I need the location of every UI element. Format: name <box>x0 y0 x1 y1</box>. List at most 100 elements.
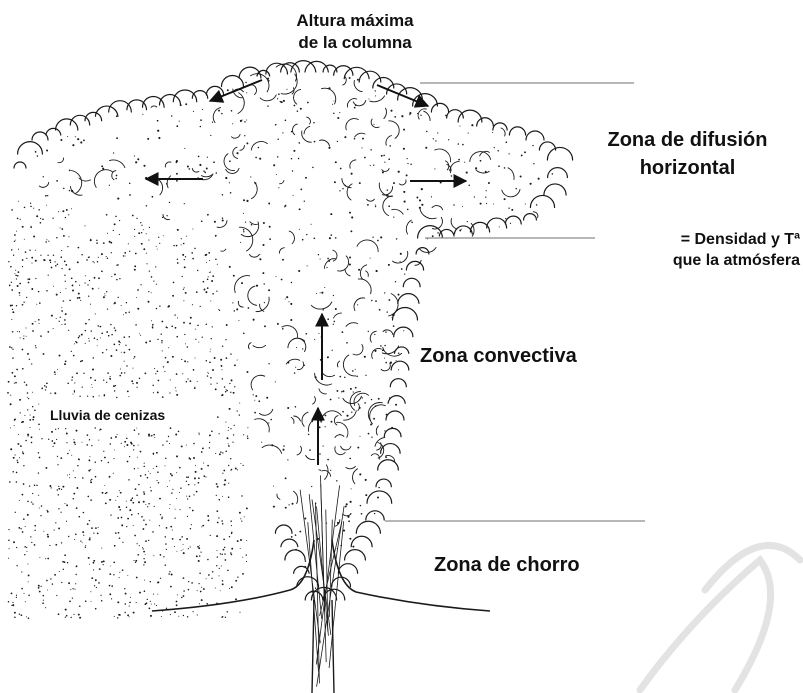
ash-dot <box>85 547 86 548</box>
cloud-swirl <box>392 209 403 214</box>
ash-dot <box>163 366 164 367</box>
ash-dot <box>115 532 117 534</box>
ash-dot <box>222 369 223 370</box>
stipple-dot <box>406 174 408 176</box>
stipple-dot <box>492 132 493 133</box>
stipple-dot <box>356 375 358 377</box>
ash-dot <box>59 355 61 357</box>
ash-dot <box>91 479 93 481</box>
ash-dot <box>239 612 240 613</box>
ash-dot <box>177 317 178 318</box>
stipple-dot <box>240 120 242 122</box>
ash-dot <box>98 440 99 441</box>
jet-streaks <box>300 475 344 686</box>
cloud-swirl <box>354 298 365 311</box>
cloud-puff <box>160 95 181 106</box>
ash-dot <box>230 552 231 553</box>
ash-dot <box>153 555 154 556</box>
cloud-swirl <box>406 220 411 234</box>
stipple-dot <box>268 289 270 291</box>
ash-dot <box>205 291 207 293</box>
ash-dot <box>72 597 73 598</box>
ash-dot <box>39 302 41 304</box>
ash-dot <box>237 540 239 542</box>
cloud-puff <box>239 67 261 78</box>
ash-dot <box>134 356 136 358</box>
stipple-dot <box>245 222 246 223</box>
ash-dot <box>71 277 73 279</box>
ash-dot <box>212 369 214 371</box>
ash-dot <box>49 545 50 546</box>
ash-dot <box>185 256 186 257</box>
cloud-swirl <box>346 466 356 468</box>
ash-dot <box>83 373 84 374</box>
ash-dot <box>132 502 134 504</box>
cloud-puff <box>403 278 420 286</box>
stipple-dot <box>407 163 408 164</box>
ash-dot <box>124 588 125 589</box>
stipple-dot <box>324 414 326 416</box>
stipple-dot <box>437 232 439 234</box>
ash-dot <box>181 359 182 360</box>
ash-dot <box>133 612 135 614</box>
cloud-puff <box>384 428 401 436</box>
ash-dot <box>76 342 78 344</box>
ash-dot <box>206 360 208 362</box>
stipple-dot <box>116 137 118 139</box>
cloud-swirl <box>353 469 358 484</box>
ash-dot <box>34 485 36 487</box>
cloud-puff <box>14 162 26 168</box>
stipple-dot <box>508 153 509 154</box>
stipple-dot <box>346 415 348 417</box>
ash-dot <box>150 601 151 602</box>
ash-dot <box>64 363 66 365</box>
ash-dot <box>183 549 184 550</box>
ash-dot <box>79 606 80 607</box>
stipple-dot <box>262 272 264 274</box>
ash-dot <box>105 493 106 494</box>
ash-dot <box>63 300 64 301</box>
stipple-dot <box>305 560 306 561</box>
cloud-swirl <box>322 470 331 476</box>
ash-dot <box>207 287 209 289</box>
ash-dot <box>89 520 90 521</box>
ash-dot <box>179 539 181 541</box>
stipple-dot <box>328 87 330 89</box>
cloud-puff <box>431 103 448 112</box>
cloud-swirl <box>379 183 392 197</box>
cloud-puff <box>378 460 399 470</box>
stipple-dot <box>277 156 279 158</box>
ash-dot <box>47 331 49 333</box>
cloud-swirl <box>256 297 269 312</box>
ash-dot <box>17 443 19 445</box>
cloud-swirl <box>282 326 298 338</box>
ash-dot <box>47 536 49 538</box>
ash-dot <box>131 514 133 516</box>
ash-dot <box>45 241 47 243</box>
stipple-dot <box>411 221 413 223</box>
ash-dot <box>15 382 17 384</box>
stipple-dot <box>315 588 316 589</box>
ash-dot <box>94 337 96 339</box>
stipple-dot <box>333 324 334 325</box>
ash-dot <box>54 530 55 531</box>
stipple-dot <box>192 229 193 230</box>
stipple-dot <box>339 434 340 435</box>
ash-dot <box>80 540 81 541</box>
ash-dot <box>61 489 62 490</box>
ash-dot <box>139 378 140 379</box>
ash-dot <box>166 527 168 529</box>
ash-dot <box>85 343 86 344</box>
ash-dot <box>77 465 78 466</box>
stipple-dot <box>379 309 381 311</box>
ash-dot <box>221 554 222 555</box>
ash-dot <box>180 487 182 489</box>
ash-dot <box>181 536 183 538</box>
stipple-dot <box>368 98 369 99</box>
stipple-dot <box>179 121 180 122</box>
ash-dot <box>119 490 120 491</box>
ash-dot <box>99 395 100 396</box>
ash-dot <box>182 276 183 277</box>
ash-dot <box>240 539 242 541</box>
cloud-swirl <box>342 179 351 188</box>
